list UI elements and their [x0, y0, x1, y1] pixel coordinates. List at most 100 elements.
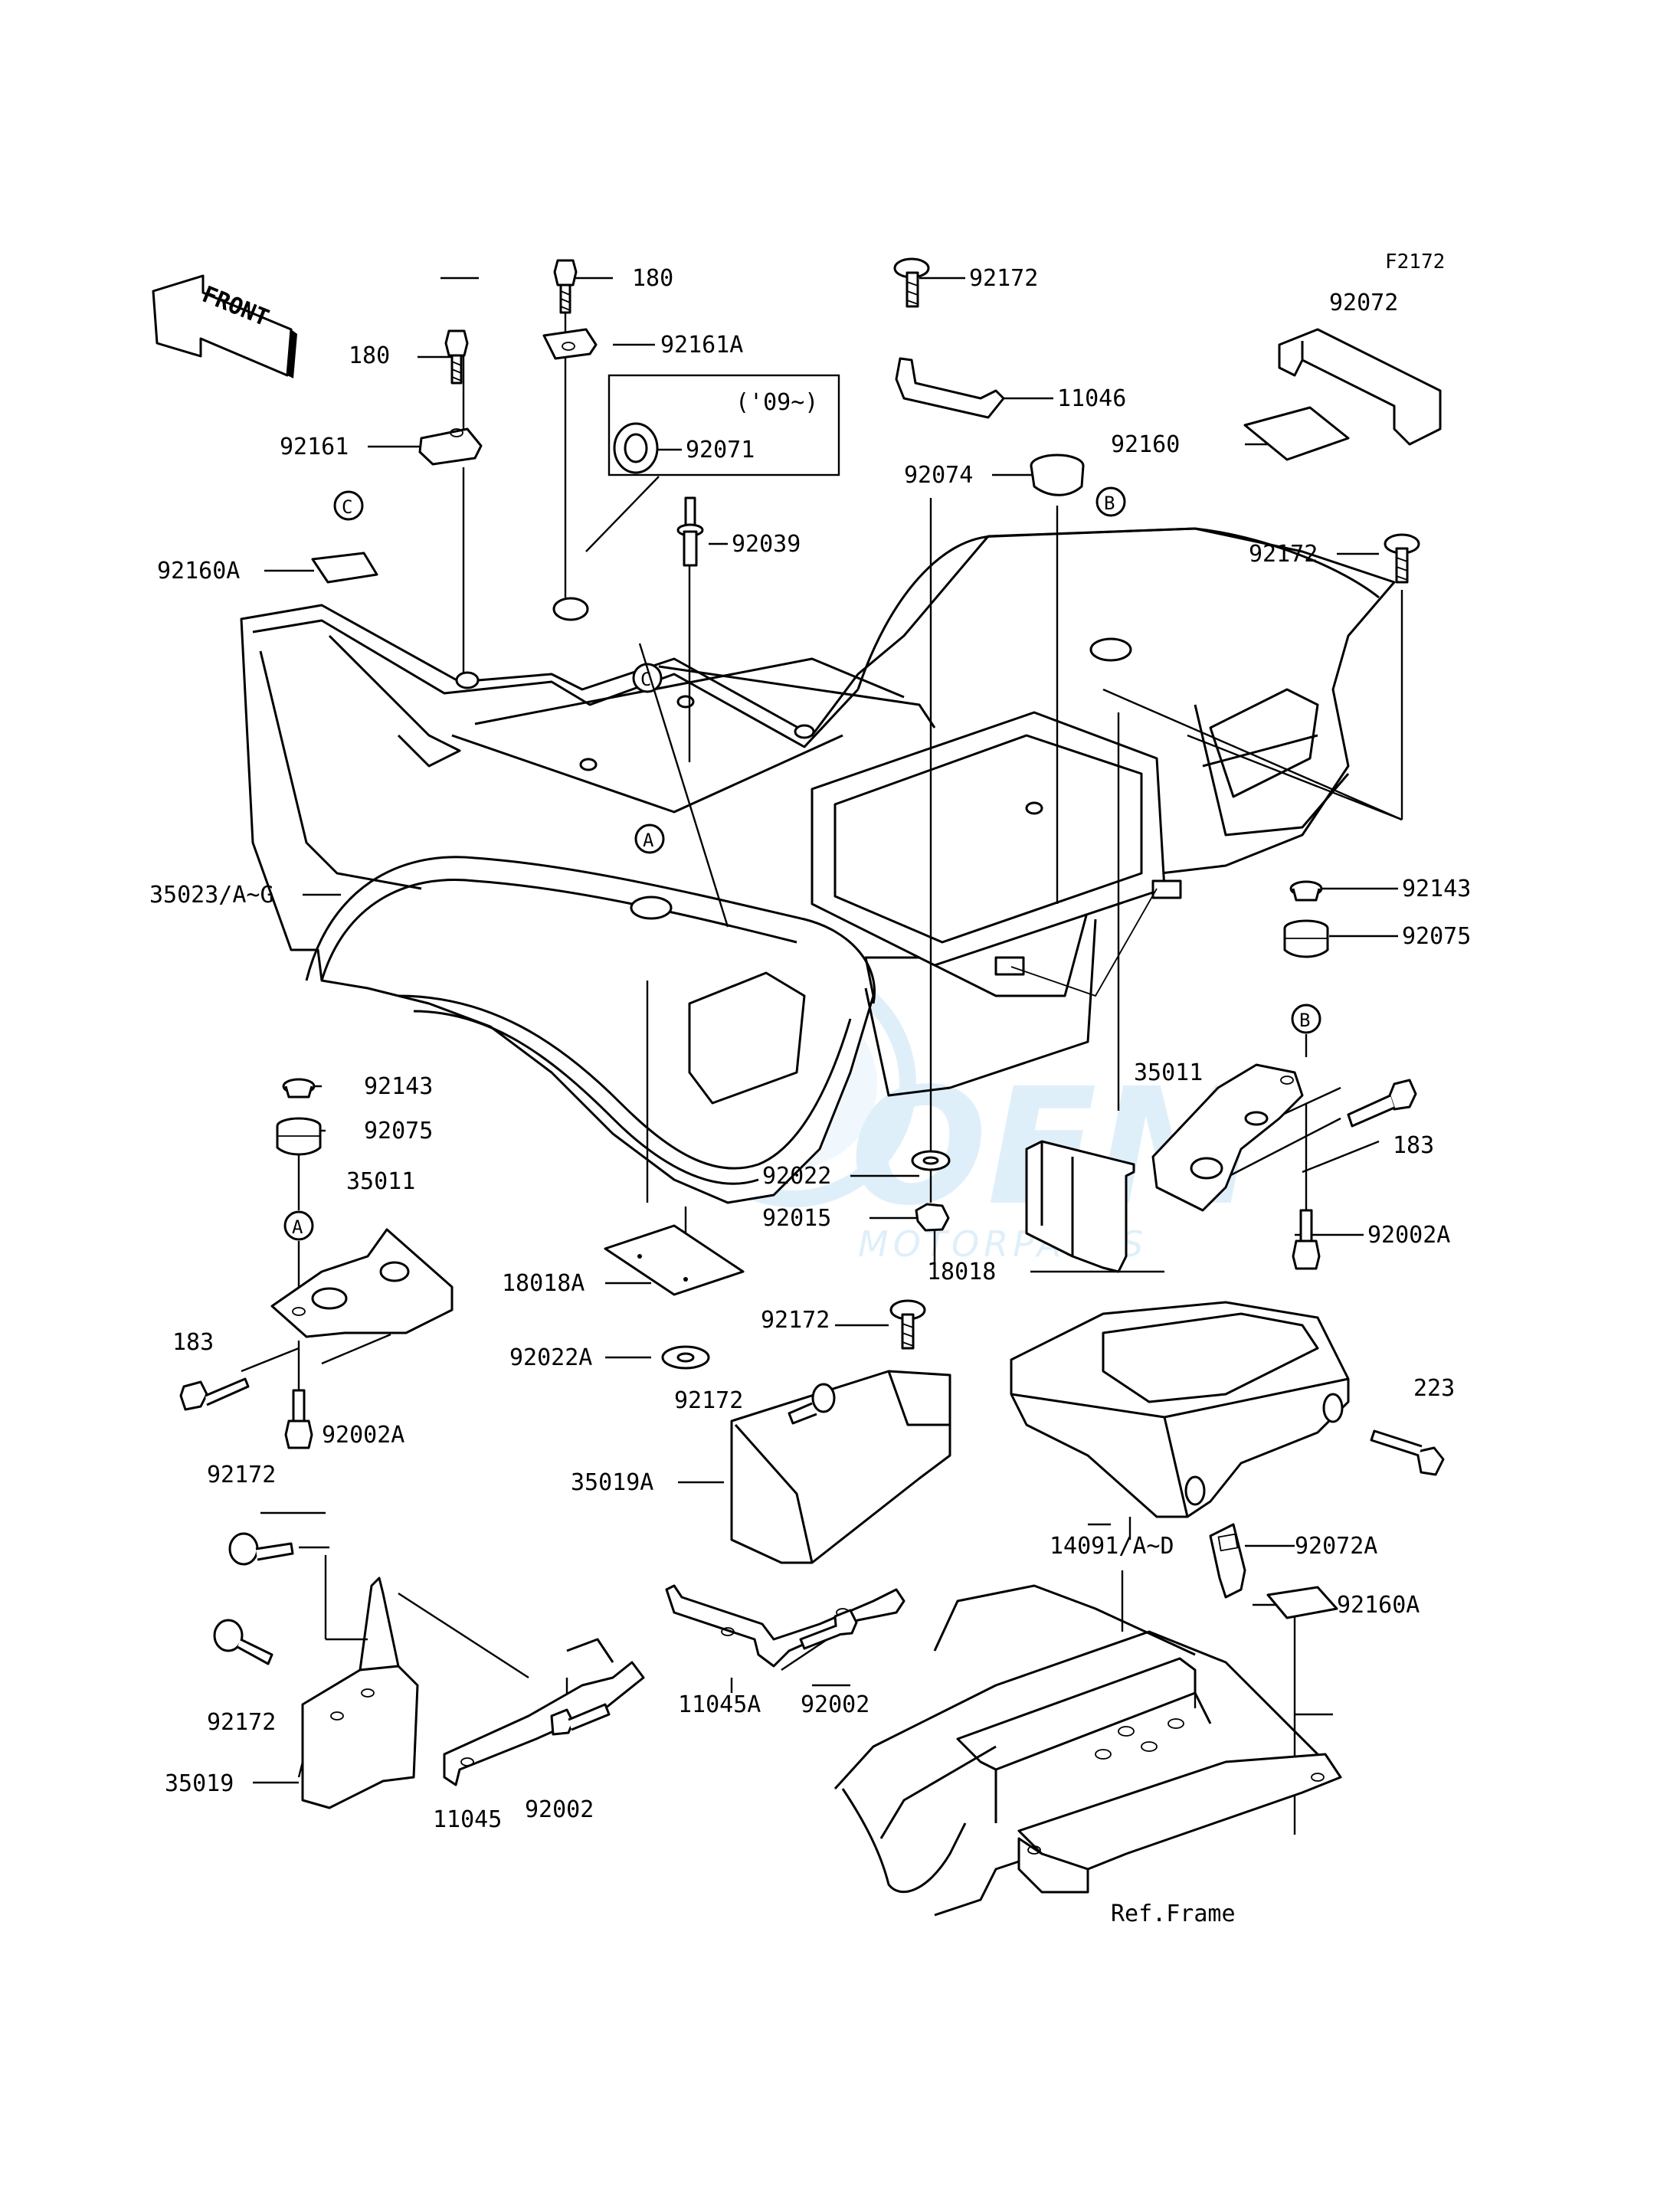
bracket-11045 — [443, 1638, 645, 1786]
label-92022a: 92022A — [509, 1344, 592, 1371]
svg-text:B: B — [1104, 493, 1115, 514]
front-arrow-icon: FRONT — [152, 274, 297, 378]
bracket-11045a — [665, 1584, 905, 1668]
cover-14091 — [1010, 1301, 1350, 1518]
rear-fender-35023 — [240, 527, 1396, 1204]
label-92143-left: 92143 — [364, 1073, 433, 1100]
pad-92160a-bottom — [1266, 1586, 1338, 1619]
label-14091: 14091/A~D — [1050, 1533, 1174, 1560]
marker-b-top: B — [1095, 486, 1126, 517]
label-35011-left: 35011 — [346, 1168, 415, 1195]
nut-92015 — [915, 1203, 950, 1232]
label-92143-right: 92143 — [1402, 876, 1471, 902]
label-92161a: 92161A — [660, 332, 743, 359]
label-92075-right: 92075 — [1402, 923, 1471, 950]
clip-92072a — [1209, 1523, 1246, 1599]
label-92172-right: 92172 — [1249, 541, 1318, 568]
note-box-09: ('09~) — [607, 374, 840, 476]
label-35019: 35019 — [165, 1770, 234, 1797]
note-09-label: ('09~) — [735, 389, 818, 416]
label-180-left: 180 — [349, 342, 390, 369]
washer-92143-left — [282, 1078, 316, 1098]
bracket-35011-right — [1151, 1063, 1304, 1212]
label-92160a-top: 92160A — [157, 558, 240, 584]
bracket-18018 — [1025, 1140, 1135, 1273]
label-92075-left: 92075 — [364, 1118, 433, 1144]
screw-223 — [1370, 1429, 1445, 1476]
label-92002a-left: 92002A — [322, 1422, 404, 1449]
label-183-right: 183 — [1393, 1132, 1434, 1159]
label-180-top: 180 — [632, 265, 673, 292]
bracket-11046 — [895, 357, 1005, 419]
bolt-92002a-left — [284, 1389, 313, 1449]
label-92160a-bottom: 92160A — [1337, 1592, 1420, 1619]
pin-92039 — [676, 496, 704, 567]
marker-c-top: C — [333, 490, 364, 521]
label-35019a: 35019A — [571, 1469, 653, 1496]
svg-text:B: B — [1299, 1010, 1310, 1031]
label-92160: 92160 — [1111, 431, 1180, 458]
bracket-92161a — [542, 328, 598, 360]
label-11045a: 11045A — [678, 1691, 761, 1718]
guard-35019a — [730, 1370, 951, 1564]
screw-92172-mid — [889, 1299, 926, 1350]
cap-92074 — [1030, 453, 1085, 496]
bracket-92161 — [418, 427, 483, 466]
svg-text:A: A — [292, 1216, 303, 1238]
bolt-92002-bm — [799, 1609, 858, 1650]
bolt-183-left — [179, 1377, 250, 1411]
label-92002-bm: 92002 — [801, 1691, 869, 1718]
svg-text:A: A — [643, 830, 654, 851]
marker-a-left: A — [283, 1210, 314, 1241]
bolt-92002-bl — [550, 1703, 611, 1736]
washer-92022a — [661, 1345, 710, 1370]
label-92172-mid2: 92172 — [674, 1387, 743, 1414]
pad-92160 — [1243, 406, 1350, 461]
pad-92160a-top — [311, 552, 378, 584]
screw-92172-ll1 — [228, 1532, 294, 1566]
marker-a-top: A — [634, 823, 665, 854]
bolt-92002a-right — [1292, 1209, 1321, 1270]
label-92022: 92022 — [762, 1163, 831, 1190]
label-35011-right: 35011 — [1134, 1059, 1203, 1086]
washer-92143-right — [1289, 880, 1323, 902]
label-92039: 92039 — [732, 531, 801, 558]
label-92172-ll2: 92172 — [207, 1709, 276, 1736]
label-223: 223 — [1413, 1375, 1455, 1402]
screw-92172-top — [893, 257, 930, 308]
label-183-left: 183 — [172, 1329, 214, 1356]
bracket-35011-left — [270, 1228, 454, 1338]
washer-92022 — [911, 1150, 951, 1171]
svg-text:C: C — [342, 496, 352, 518]
bolt-183-right — [1347, 1079, 1417, 1128]
label-18018: 18018 — [927, 1259, 996, 1285]
part-labels: 180 180 92161A 92161 92160A 92071 92039 … — [149, 265, 1471, 1927]
mudguard-35019 — [301, 1577, 419, 1809]
strap-92072 — [1278, 328, 1442, 446]
label-ref-frame: Ref.Frame — [1111, 1901, 1236, 1927]
label-92172-mid: 92172 — [761, 1307, 830, 1334]
bolt-180-top — [553, 259, 578, 314]
label-35023: 35023/A~G — [149, 882, 274, 909]
label-92172-ll1: 92172 — [207, 1462, 276, 1488]
marker-b-right: B — [1291, 1004, 1321, 1034]
screw-92172-right — [1384, 533, 1420, 584]
label-18018a: 18018A — [502, 1270, 585, 1297]
pad-18018a — [604, 1224, 745, 1296]
label-92002a-right: 92002A — [1367, 1222, 1450, 1249]
bolt-180-left — [444, 329, 469, 385]
svg-text:C: C — [640, 669, 651, 690]
label-11046: 11046 — [1057, 385, 1126, 412]
label-92072: 92072 — [1329, 290, 1398, 316]
label-11045: 11045 — [433, 1806, 502, 1833]
screw-92172-mid2 — [788, 1383, 836, 1425]
label-92072a: 92072A — [1295, 1533, 1377, 1560]
marker-c-mid: C — [632, 663, 663, 693]
grommet-92075-left — [276, 1117, 322, 1156]
label-92161: 92161 — [280, 434, 349, 460]
label-92071: 92071 — [686, 437, 755, 463]
label-92074: 92074 — [904, 462, 973, 489]
label-92015: 92015 — [762, 1205, 831, 1232]
screw-92172-ll2 — [213, 1619, 273, 1665]
